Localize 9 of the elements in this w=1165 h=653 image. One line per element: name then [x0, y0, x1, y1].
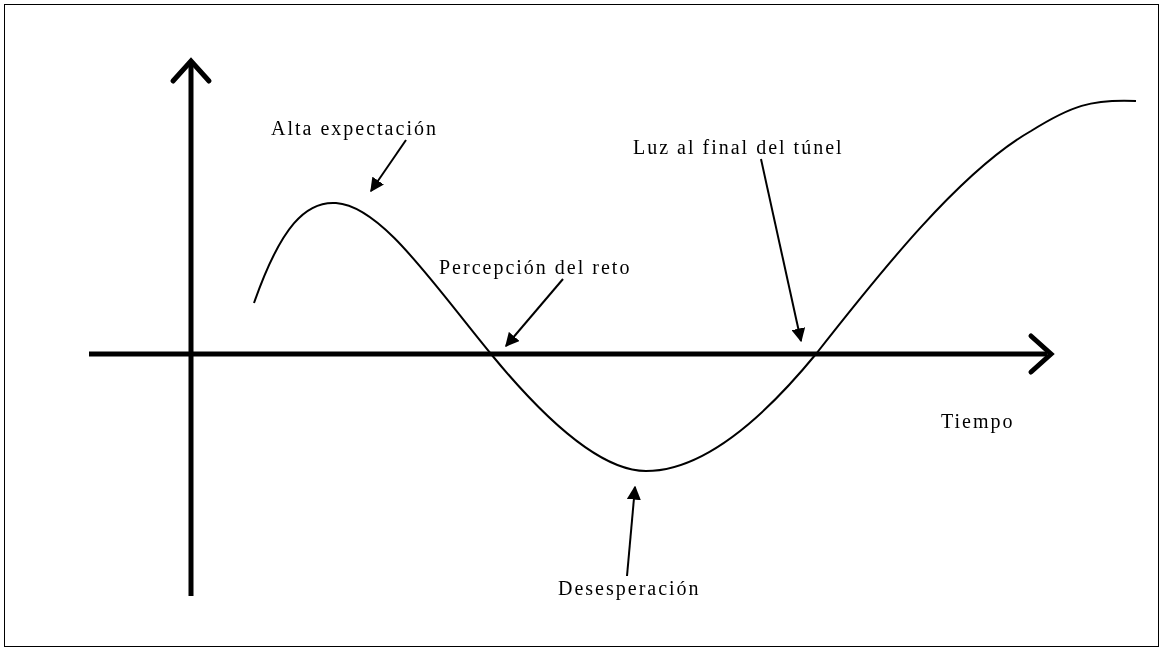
- annotation-text: Alta expectación: [271, 116, 438, 140]
- annotation-text: Percepción del reto: [439, 255, 632, 279]
- annotation-text: Luz al final del túnel: [633, 135, 844, 159]
- leader-arrow: [505, 278, 564, 348]
- annotation-text: Desesperación: [558, 576, 701, 600]
- axis-label: Tiempo: [941, 409, 1015, 433]
- leader-arrow: [626, 485, 641, 577]
- leader-arrow: [370, 139, 407, 193]
- leader-arrow: [760, 158, 806, 343]
